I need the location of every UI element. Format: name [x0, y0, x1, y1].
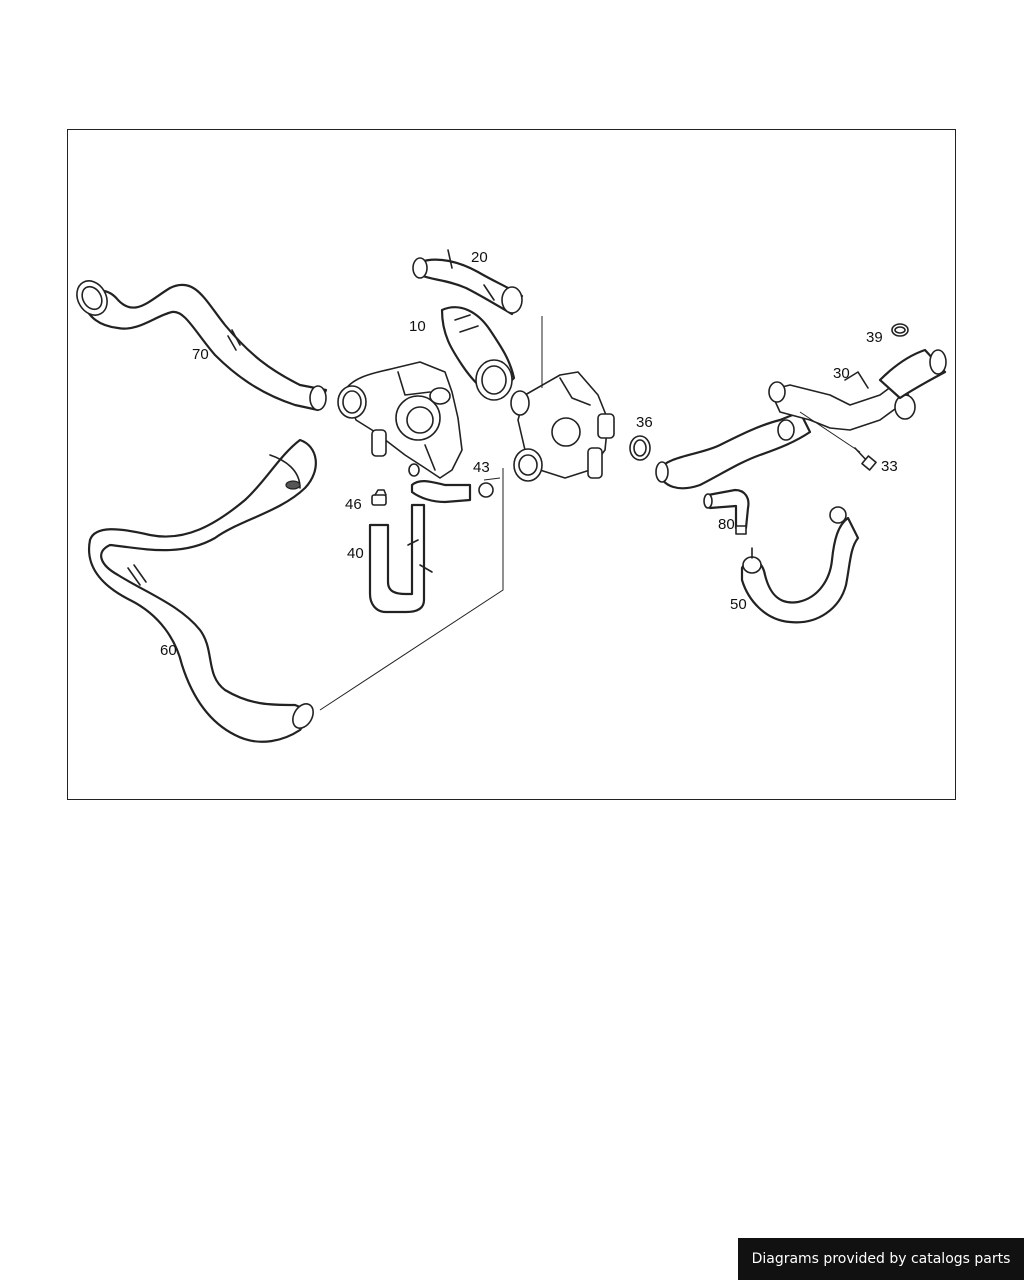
part-10-hose[interactable]	[440, 306, 516, 401]
thermostat-housing[interactable]	[337, 361, 463, 479]
part-33-bolt[interactable]	[854, 447, 877, 471]
callout-50: 50	[730, 596, 747, 613]
callout-10: 10	[409, 318, 426, 335]
callout-39: 39	[866, 329, 883, 346]
part-50-hose[interactable]	[740, 506, 860, 624]
part-43-hose[interactable]	[408, 463, 494, 504]
part-36-clamp[interactable]	[629, 435, 651, 461]
callout-36: 36	[636, 414, 653, 431]
callout-20: 20	[471, 249, 488, 266]
callout-70: 70	[192, 346, 209, 363]
callout-80: 80	[718, 516, 735, 533]
callout-33: 33	[881, 458, 898, 475]
part-80-hose[interactable]	[703, 488, 750, 535]
callout-46: 46	[345, 496, 362, 513]
callout-40: 40	[347, 545, 364, 562]
callout-60: 60	[160, 642, 177, 659]
part-60-hose[interactable]	[87, 438, 317, 743]
part-46-clip[interactable]	[371, 489, 387, 506]
leader-lines	[319, 316, 861, 711]
callout-30: 30	[833, 365, 850, 382]
part-39-clamp[interactable]	[891, 323, 909, 337]
part-30-hose[interactable]	[655, 348, 947, 490]
part-20-hose[interactable]	[412, 249, 524, 316]
part-70-hose[interactable]	[71, 275, 328, 412]
center-coolant-housing[interactable]	[510, 371, 615, 482]
callout-43: 43	[473, 459, 490, 476]
credit-banner: Diagrams provided by catalogs parts	[738, 1238, 1024, 1280]
part-40-pipe[interactable]	[368, 503, 433, 614]
